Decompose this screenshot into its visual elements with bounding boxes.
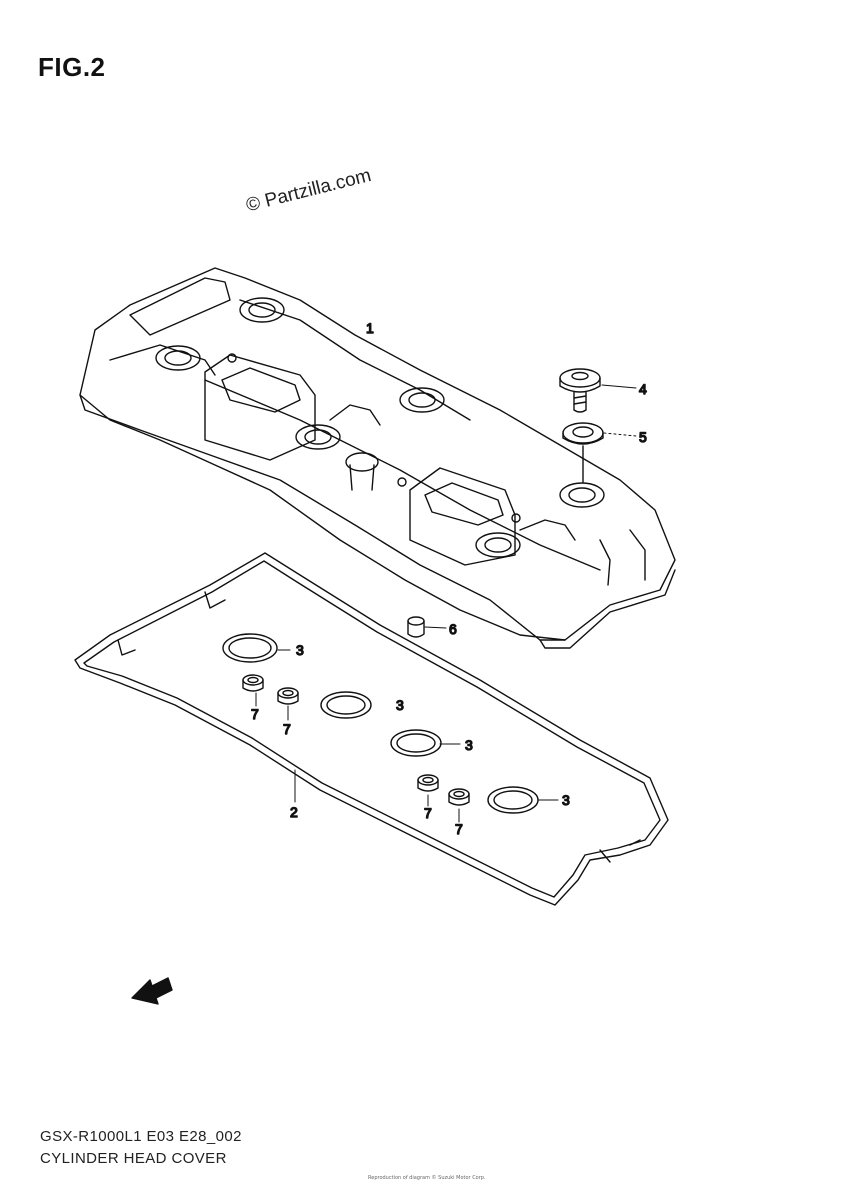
callout-4: 4 — [639, 381, 647, 397]
callout-7b: 7 — [283, 721, 291, 737]
figure-title: FIG.2 — [38, 52, 106, 82]
callout-5: 5 — [639, 429, 647, 445]
callout-6: 6 — [449, 621, 457, 637]
model-code: GSX-R1000L1 E03 E28_002 — [40, 1128, 242, 1145]
bolt-seal-1[interactable] — [242, 674, 264, 692]
callout-3a: 3 — [296, 642, 304, 658]
plug-well-seal-4[interactable] — [487, 786, 539, 814]
callout-1: 1 — [366, 320, 374, 336]
leader-lines — [255, 384, 637, 823]
plug-well-seal-2[interactable] — [320, 691, 372, 719]
callout-2: 2 — [290, 804, 298, 820]
callout-7d: 7 — [455, 821, 463, 837]
assembly-name: CYLINDER HEAD COVER — [40, 1150, 227, 1167]
head-cover-gasket[interactable] — [74, 552, 669, 906]
bolt-seal-2[interactable] — [277, 687, 299, 705]
bolt-washer[interactable] — [562, 422, 604, 483]
cover-bolt[interactable] — [559, 368, 601, 413]
credit-line: Reproduction of diagram © Suzuki Motor C… — [368, 1175, 486, 1181]
plug-well-seal-3[interactable] — [390, 729, 442, 757]
callout-3d: 3 — [562, 792, 570, 808]
bolt-seal-4[interactable] — [448, 788, 470, 806]
callout-7c: 7 — [424, 805, 432, 821]
callout-3c: 3 — [465, 737, 473, 753]
cover-dowel[interactable] — [407, 616, 425, 638]
bolt-seal-3[interactable] — [417, 774, 439, 792]
callout-3b: 3 — [396, 697, 404, 713]
forward-arrow-icon: FWD — [131, 977, 173, 1005]
cylinder-head-cover[interactable] — [79, 267, 676, 649]
plug-well-seal-1[interactable] — [222, 633, 278, 663]
callout-7a: 7 — [251, 706, 259, 722]
